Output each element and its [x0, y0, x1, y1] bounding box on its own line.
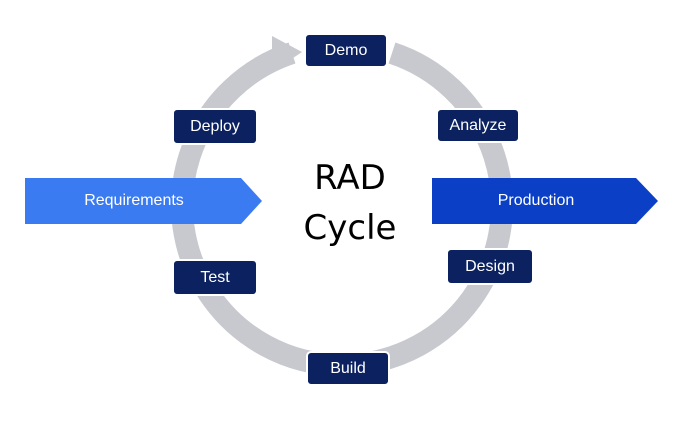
step-deploy: Deploy	[172, 108, 258, 145]
diagram-title-cycle: Cycle	[303, 208, 397, 248]
step-analyze: Analyze	[436, 108, 520, 143]
step-design: Design	[446, 248, 534, 285]
step-build: Build	[306, 351, 390, 386]
production-label: Production	[497, 192, 575, 209]
cycle-arrowhead	[272, 36, 302, 72]
step-test: Test	[172, 259, 258, 296]
diagram-title-rad: RAD	[314, 158, 386, 198]
production-arrow-shape	[432, 178, 658, 224]
requirements-arrow-shape	[25, 178, 262, 224]
step-demo: Demo	[304, 33, 388, 68]
requirements-label: Requirements	[84, 192, 184, 209]
